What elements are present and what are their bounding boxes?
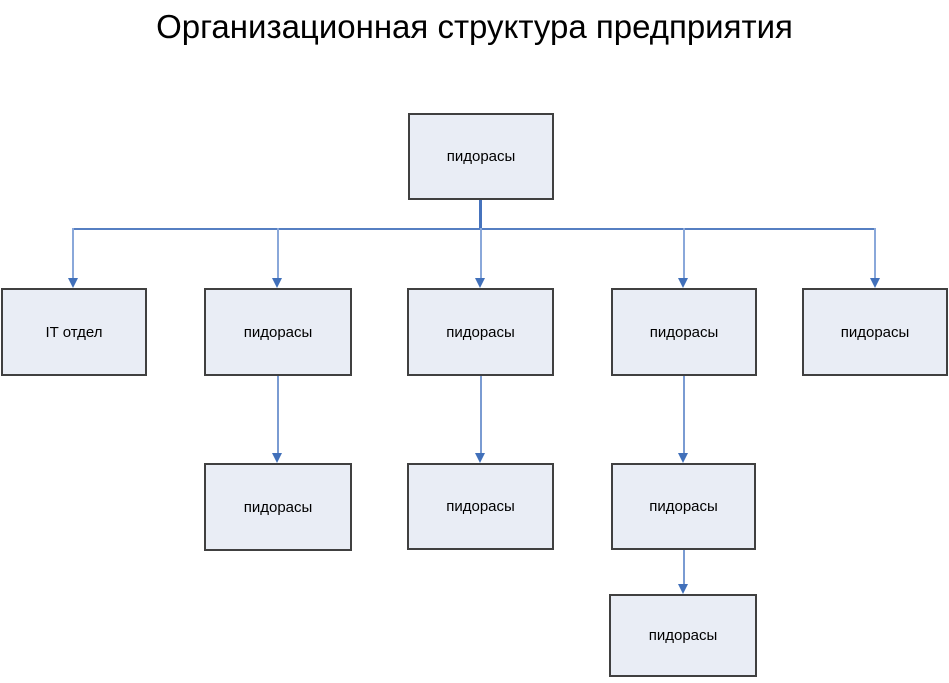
connector-dept-3-sub-3 (480, 376, 482, 454)
arrowhead-sub-3-icon (475, 453, 485, 463)
org-node-it-dept-label: IT отдел (45, 323, 103, 341)
org-node-root-label: пидорасы (446, 148, 516, 165)
org-node-sub-4-label: пидорасы (649, 498, 718, 515)
connector-drop-dept-5 (874, 228, 876, 279)
org-node-sub-2: пидорасы (204, 463, 352, 551)
arrowhead-dept-3-icon (475, 278, 485, 288)
org-node-dept-4: пидорасы (611, 288, 757, 376)
connector-horizontal-bar (72, 228, 876, 230)
arrowhead-sub-4-icon (678, 453, 688, 463)
org-node-sub-4-2-label: пидорасы (648, 627, 718, 644)
arrowhead-dept-4-icon (678, 278, 688, 288)
connector-drop-it-dept (72, 228, 74, 279)
connector-dept-2-sub-2 (277, 376, 279, 454)
org-node-sub-4: пидорасы (611, 463, 756, 550)
org-node-dept-5-label: пидорасы (840, 323, 910, 341)
diagram-title: Организационная структура предприятия (156, 8, 793, 45)
connector-drop-dept-3 (480, 228, 482, 279)
connector-dept-4-sub-4 (683, 376, 685, 454)
org-node-dept-5: пидорасы (802, 288, 948, 376)
org-node-sub-2-label: пидорасы (243, 498, 313, 516)
connector-root-stem (479, 200, 482, 229)
org-node-sub-3-label: пидорасы (446, 498, 515, 515)
org-node-it-dept: IT отдел (1, 288, 147, 376)
org-node-dept-2: пидорасы (204, 288, 352, 376)
org-node-root: пидорасы (408, 113, 554, 200)
arrowhead-sub-4-2-icon (678, 584, 688, 594)
connector-drop-dept-2 (277, 228, 279, 279)
org-node-sub-4-2: пидорасы (609, 594, 757, 677)
org-node-dept-4-label: пидорасы (649, 323, 719, 341)
arrowhead-it-dept-icon (68, 278, 78, 288)
org-node-sub-3: пидорасы (407, 463, 554, 550)
arrowhead-dept-2-icon (272, 278, 282, 288)
connector-drop-dept-4 (683, 228, 685, 279)
arrowhead-dept-5-icon (870, 278, 880, 288)
connector-sub-4-sub-4-2 (683, 550, 685, 585)
org-node-dept-3-label: пидорасы (446, 323, 515, 341)
org-node-dept-2-label: пидорасы (243, 323, 313, 341)
org-node-dept-3: пидорасы (407, 288, 554, 376)
arrowhead-sub-2-icon (272, 453, 282, 463)
